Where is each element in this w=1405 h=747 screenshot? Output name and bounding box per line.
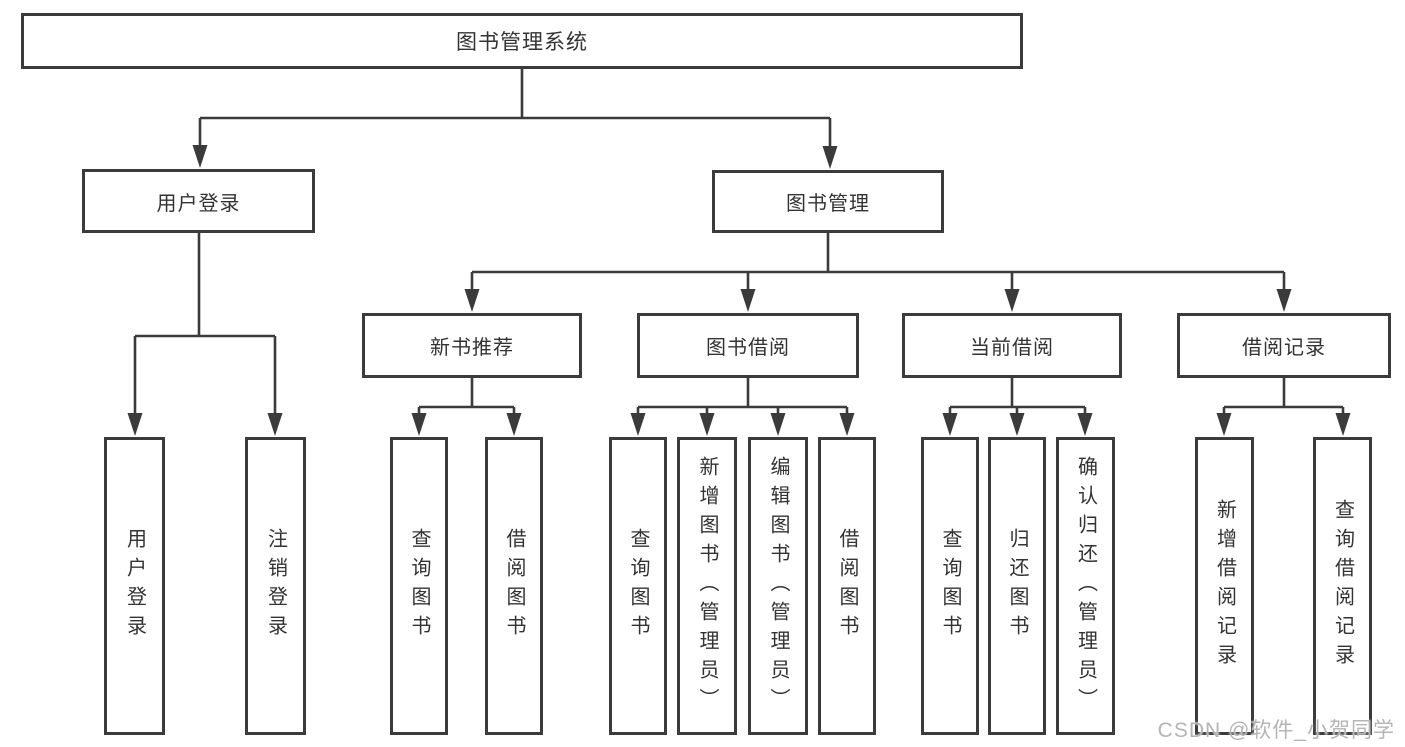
node-new-book-recommend: 新书推荐 [362, 313, 582, 378]
leaf-return-book: 归还图书 [988, 437, 1046, 735]
node-system-root: 图书管理系统 [21, 13, 1023, 69]
node-current-borrowing: 当前借阅 [902, 313, 1122, 378]
leaf-recommend-borrow-book: 借阅图书 [485, 437, 543, 735]
leaf-logout: 注销登录 [245, 437, 306, 735]
node-book-borrowing: 图书借阅 [637, 313, 859, 378]
leaf-recommend-query-book: 查询图书 [390, 437, 448, 735]
watermark: CSDN @软件_小贺同学 [1157, 719, 1395, 742]
leaf-borrowing-query-book: 查询图书 [609, 437, 667, 735]
node-borrowing-records: 借阅记录 [1177, 313, 1391, 378]
node-book-management: 图书管理 [712, 170, 944, 233]
arrowheads [127, 145, 1351, 436]
leaf-query-borrow-record: 查询借阅记录 [1313, 437, 1372, 735]
node-user-login: 用户登录 [82, 169, 315, 233]
leaf-user-login: 用户登录 [104, 437, 165, 735]
leaf-borrow-book: 借阅图书 [818, 437, 876, 735]
leaf-confirm-return-admin: 确认归还（管理员） [1056, 437, 1115, 735]
leaf-add-borrow-record: 新增借阅记录 [1195, 437, 1254, 735]
leaf-add-book-admin: 新增图书（管理员） [677, 437, 737, 735]
leaf-current-query-book: 查询图书 [921, 437, 979, 735]
leaf-edit-book-admin: 编辑图书（管理员） [748, 437, 808, 735]
